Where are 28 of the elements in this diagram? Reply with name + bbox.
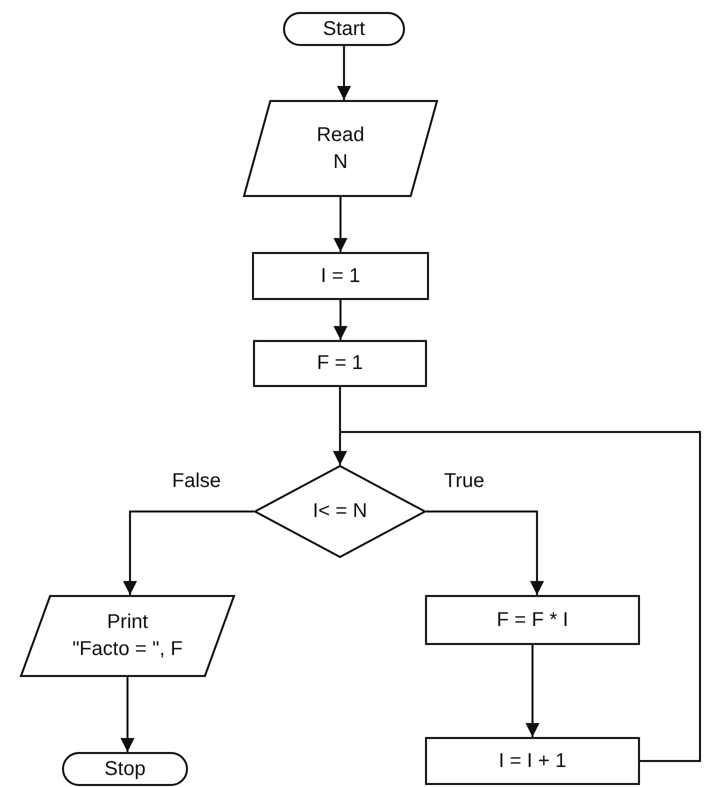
arrow	[334, 197, 348, 252]
node-text: I = 1	[320, 264, 360, 288]
decision-diamond	[254, 465, 426, 558]
node-text: Print	[106, 610, 148, 635]
node-text: F = F * I	[496, 608, 568, 632]
node-text: N	[333, 150, 348, 174]
arrow	[123, 510, 254, 595]
node-text: F = 1	[316, 351, 364, 376]
terminal-box	[283, 12, 405, 46]
arrow	[526, 645, 540, 737]
process-box	[425, 595, 640, 645]
arrow	[426, 510, 544, 595]
process-box	[253, 340, 427, 387]
node-text: I = I + 1	[498, 748, 566, 774]
arrow	[120, 677, 134, 752]
input-output-box	[20, 595, 235, 677]
node-text: "Facto = ", F	[72, 637, 183, 662]
node-text: I< = N	[312, 499, 368, 524]
arrow	[333, 431, 701, 762]
arrow	[337, 46, 351, 100]
arrow	[334, 300, 348, 340]
process-box	[252, 252, 429, 300]
terminal-box	[62, 752, 188, 786]
node-text: Read	[316, 122, 364, 148]
input-output-box	[243, 100, 438, 197]
node-text: Start	[322, 16, 366, 42]
process-box	[425, 737, 640, 785]
node-text: Stop	[104, 756, 146, 782]
